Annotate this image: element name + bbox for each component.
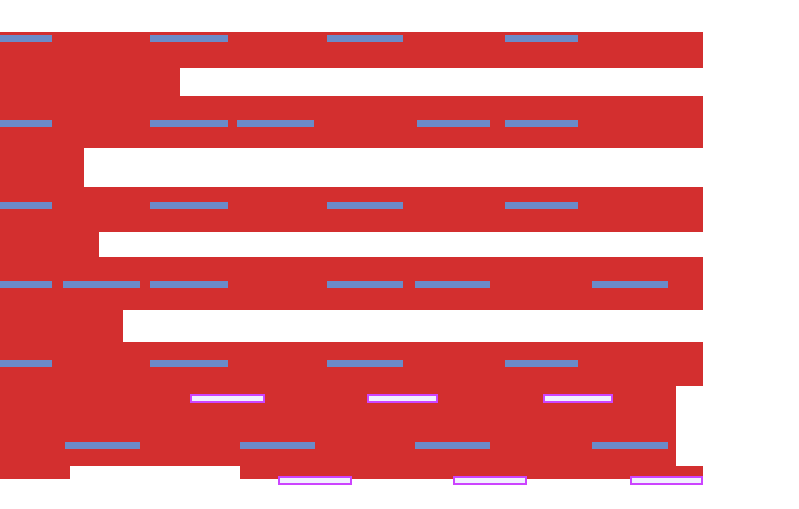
token-bar[interactable] bbox=[327, 360, 403, 367]
highlight-bar[interactable] bbox=[367, 394, 438, 403]
token-bar[interactable] bbox=[327, 202, 403, 209]
token-bar[interactable] bbox=[237, 120, 314, 127]
redaction-block bbox=[0, 310, 123, 342]
token-bar[interactable] bbox=[505, 202, 578, 209]
token-bar[interactable] bbox=[0, 120, 52, 127]
token-bar[interactable] bbox=[150, 35, 228, 42]
token-bar[interactable] bbox=[327, 35, 403, 42]
token-bar[interactable] bbox=[327, 281, 403, 288]
redaction-block bbox=[240, 466, 703, 479]
token-bar[interactable] bbox=[150, 120, 228, 127]
token-bar[interactable] bbox=[505, 120, 578, 127]
token-bar[interactable] bbox=[505, 35, 578, 42]
highlight-bar[interactable] bbox=[543, 394, 613, 403]
redaction-block bbox=[0, 96, 703, 148]
highlight-bar[interactable] bbox=[630, 476, 703, 485]
redaction-block bbox=[0, 187, 703, 232]
token-bar[interactable] bbox=[417, 120, 490, 127]
highlight-bar[interactable] bbox=[278, 476, 352, 485]
token-bar[interactable] bbox=[63, 281, 140, 288]
token-bar[interactable] bbox=[240, 442, 315, 449]
token-bar[interactable] bbox=[65, 442, 140, 449]
token-bar[interactable] bbox=[415, 442, 490, 449]
redaction-block bbox=[0, 148, 84, 187]
redaction-block bbox=[0, 232, 99, 257]
token-bar[interactable] bbox=[150, 202, 228, 209]
redaction-block bbox=[0, 68, 180, 96]
highlight-bar[interactable] bbox=[453, 476, 527, 485]
token-bar[interactable] bbox=[0, 281, 52, 288]
highlight-bar[interactable] bbox=[190, 394, 265, 403]
token-bar[interactable] bbox=[0, 202, 52, 209]
token-bar[interactable] bbox=[0, 35, 52, 42]
redaction-block bbox=[0, 466, 70, 479]
token-bar[interactable] bbox=[150, 281, 228, 288]
token-bar[interactable] bbox=[0, 360, 52, 367]
token-bar[interactable] bbox=[150, 360, 228, 367]
token-bar[interactable] bbox=[505, 360, 578, 367]
token-bar[interactable] bbox=[415, 281, 490, 288]
token-bar[interactable] bbox=[592, 442, 668, 449]
token-bar[interactable] bbox=[592, 281, 668, 288]
